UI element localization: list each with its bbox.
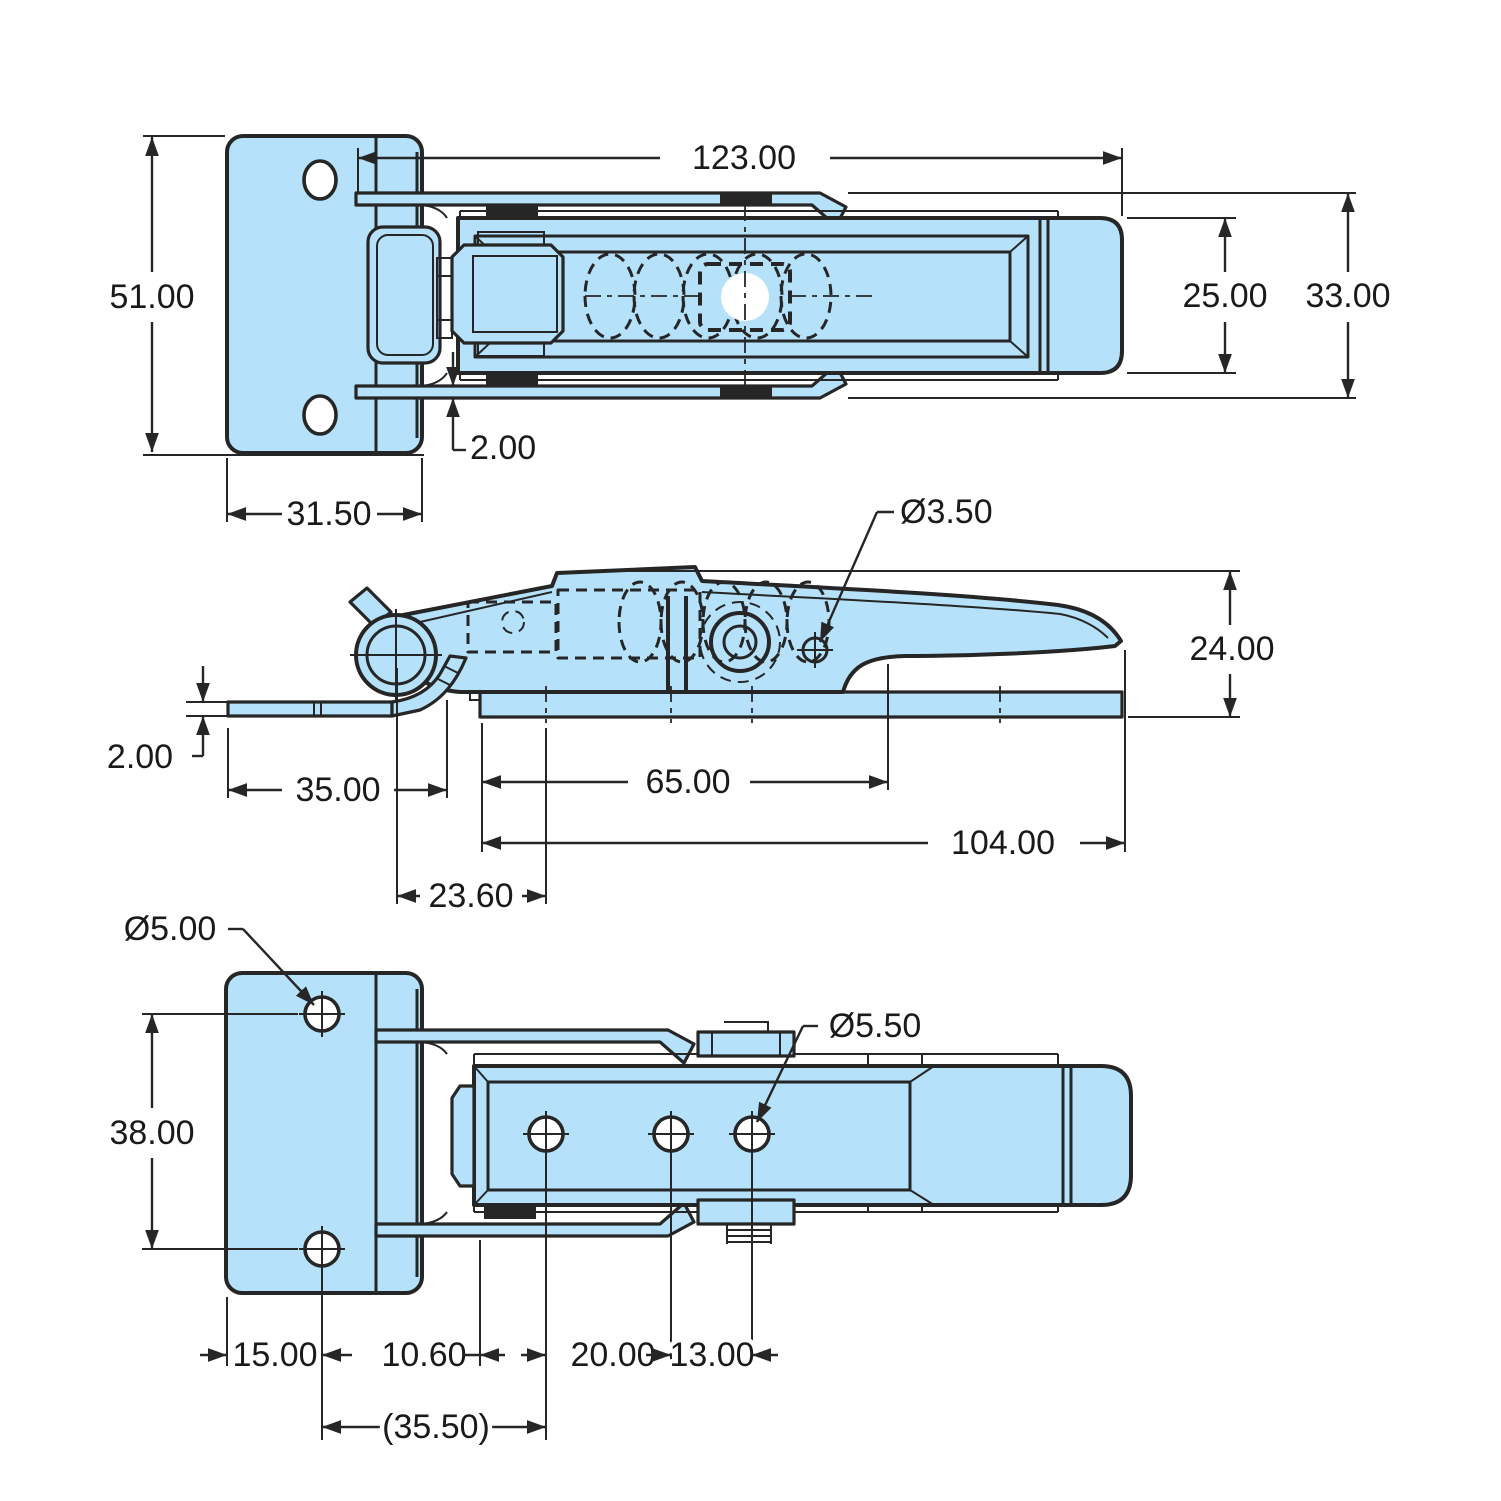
dim-keeper-length-text: 35.00 (295, 771, 380, 809)
body-holes-cross (523, 1111, 775, 1157)
channel-lips (459, 210, 1059, 381)
dim-bracket-hole-spacing-text: 38.00 (109, 1114, 194, 1152)
pivot-bore (722, 624, 758, 660)
dim-hinge-offset-text: 23.60 (428, 877, 513, 915)
dim-overall-height-ext (578, 570, 1240, 718)
screw-tab-top-detail (711, 1021, 781, 1056)
dim-bracket-height: 51.00 (105, 135, 424, 456)
dim-keeper-thickness: 2.00 (102, 666, 232, 781)
dim-rivet-hole: Ø3.50 (818, 489, 997, 643)
rubber-bumpers (486, 194, 772, 397)
dim-keeper-thickness-text: 2.00 (107, 738, 173, 776)
dim-overall-width: 33.00 (848, 192, 1395, 399)
dim-edge-text: 15.00 (232, 1336, 317, 1374)
bracket-hole-bottom (302, 394, 338, 436)
bracket-hole-2-cross (299, 1226, 345, 1272)
latch-panel-bottom-bevels (473, 1065, 935, 1206)
dim-bracket-width-text: 31.50 (286, 495, 371, 533)
dim-offset-text: 10.60 (381, 1336, 466, 1374)
dim-pitch2-text: 13.00 (669, 1336, 754, 1374)
keeper-hook-ticks (435, 665, 459, 686)
dim-overall-length-text: 123.00 (692, 139, 796, 177)
dim-overall-height-text: 24.00 (1189, 630, 1274, 668)
dim-body-hole: Ø5.50 (755, 1003, 926, 1123)
center-marks (585, 205, 872, 390)
latch-panel-bottom (486, 1080, 912, 1192)
dim-body-width-ext (1127, 217, 1236, 374)
base-bar (478, 690, 1124, 719)
dim-base-length: 104.00 (482, 650, 1126, 867)
spring-rod-hidden (698, 262, 792, 332)
dim-overall-width-text: 33.00 (1305, 277, 1390, 315)
dim-body-hole-text: Ø5.50 (829, 1007, 922, 1045)
dim-bracket-height-ext (143, 135, 424, 456)
pivot-hidden-ring (699, 601, 781, 683)
dim-body-width-text: 25.00 (1182, 277, 1267, 315)
hidden-hole (501, 610, 525, 634)
dim-overall-height: 24.00 (578, 570, 1279, 718)
dim-bracket-hole: Ø5.00 (119, 906, 315, 1006)
keeper-strip (226, 700, 394, 718)
dim-chain-row: 15.00 10.60 20.00 13.00 (200, 1155, 778, 1440)
dim-ref-spacing: (35.50) (322, 1404, 546, 1451)
dim-strap-thickness: 2.00 (446, 352, 541, 472)
dim-rivet-hole-text: Ø3.50 (900, 493, 993, 531)
latch-body-bottom (472, 1064, 1133, 1207)
dim-pitch1-text: 20.00 (570, 1336, 655, 1374)
dim-spring-length-text: 65.00 (645, 763, 730, 801)
dim-bracket-height-text: 51.00 (109, 278, 194, 316)
latch-body-bottom-step (1061, 1066, 1073, 1205)
side-view: Ø3.50 24.00 2.00 35.00 65 (102, 489, 1279, 920)
slider-end-cap (450, 1084, 476, 1188)
rubber-bumper-bottom (484, 1206, 536, 1219)
rivet-hole-crosshair (797, 632, 833, 668)
dim-body-width: 25.00 (1127, 217, 1272, 374)
strap-fillets (421, 204, 448, 387)
bracket-hole-1-cross (299, 991, 345, 1037)
latch-body-step (1038, 218, 1050, 373)
base-bar-notch (469, 692, 480, 701)
bracket-hole-top (302, 159, 338, 201)
dim-hinge-offset: 23.60 (396, 668, 547, 920)
bracket-bottom (224, 971, 424, 1295)
hidden-spring-outlines (466, 580, 831, 664)
spring-stop-bars (666, 596, 688, 690)
straps-bottom-fillets (421, 1041, 448, 1225)
dim-bracket-hole-spacing-ext (142, 1013, 298, 1250)
dim-base-length-text: 104.00 (951, 824, 1055, 862)
lever-face-lines (419, 591, 1109, 639)
dim-keeper-length: 35.00 (227, 700, 448, 814)
keeper-hook-neck (390, 654, 468, 718)
dim-ref-spacing-text: (35.50) (382, 1408, 490, 1446)
screw-tab-bottom (696, 1198, 796, 1226)
slider-block (450, 243, 565, 345)
dim-bracket-hole-leader (242, 928, 315, 1006)
dim-spring-length: 65.00 (481, 664, 889, 852)
top-view: 123.00 51.00 25.00 33.00 2.00 (105, 134, 1395, 538)
keeper-pad (366, 225, 442, 365)
dim-bracket-width: 31.50 (226, 458, 423, 538)
bottom-view: Ø5.00 Ø5.50 38.00 15.00 10.60 20.00 (105, 906, 1133, 1451)
pivot-boss (709, 611, 771, 673)
dim-body-hole-leader (755, 1025, 805, 1123)
keeper-pad-inner (376, 234, 434, 356)
keeper-strip-ticks (313, 702, 322, 716)
dim-strap-thickness-text: 2.00 (470, 429, 536, 467)
dim-hinge-offset-ext (396, 668, 547, 904)
slider-details (436, 231, 558, 357)
dim-overall-width-ext (848, 192, 1356, 399)
dim-bracket-hole-spacing: 38.00 (105, 1013, 298, 1250)
dim-rivet-hole-leader (818, 511, 879, 643)
dim-bracket-hole-text: Ø5.00 (124, 910, 217, 948)
dim-overall-length: 123.00 (357, 135, 1123, 216)
screw-threads (726, 1224, 772, 1244)
